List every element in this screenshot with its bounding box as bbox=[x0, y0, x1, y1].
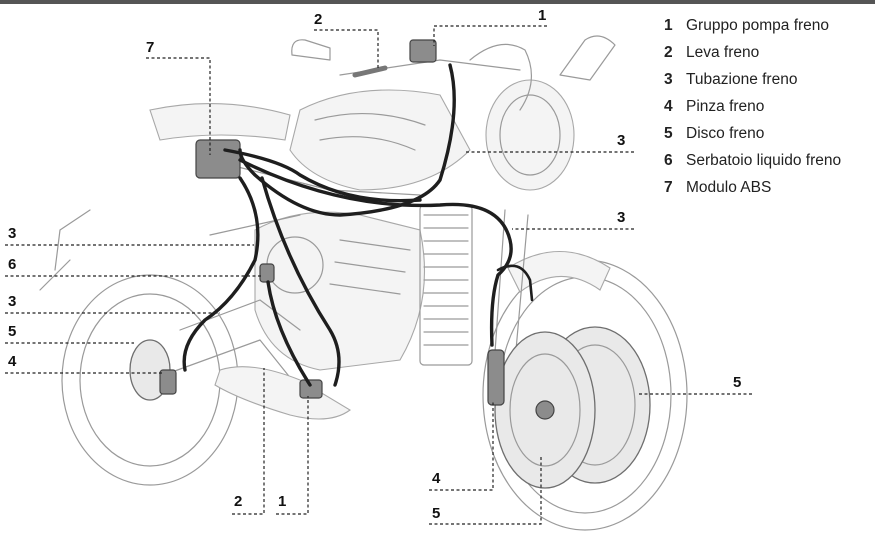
callout-pump-top: 1 bbox=[538, 7, 546, 24]
abs-module bbox=[196, 140, 240, 178]
leader-lever-top bbox=[314, 30, 378, 70]
radiator bbox=[420, 205, 472, 365]
brake-hose-rear bbox=[184, 178, 258, 370]
callout-disc-right: 5 bbox=[733, 374, 741, 391]
front-brake-caliper bbox=[488, 350, 504, 405]
callout-lever-bottom: 2 bbox=[234, 493, 242, 510]
legend-text: Pinza freno bbox=[686, 98, 764, 115]
legend-number: 4 bbox=[664, 98, 686, 116]
leader-pump-top bbox=[434, 26, 547, 46]
exhaust bbox=[215, 367, 350, 419]
legend-number: 7 bbox=[664, 179, 686, 197]
left-mirror bbox=[292, 40, 330, 60]
legend-number: 5 bbox=[664, 125, 686, 143]
right-mirror bbox=[560, 36, 615, 80]
legend-number: 3 bbox=[664, 71, 686, 89]
legend-text: Tubazione freno bbox=[686, 71, 797, 88]
callout-caliper-right: 4 bbox=[432, 470, 441, 487]
legend-number: 1 bbox=[664, 17, 686, 35]
callout-hose-right-upper: 3 bbox=[617, 132, 625, 149]
legend-text: Gruppo pompa freno bbox=[686, 17, 829, 34]
legend-text: Serbatoio liquido freno bbox=[686, 152, 841, 169]
headlight bbox=[486, 80, 574, 190]
rear-brake-caliper bbox=[160, 370, 176, 394]
callout-disc-left: 5 bbox=[8, 323, 16, 340]
rear-brake-pump bbox=[300, 380, 322, 398]
callout-lever-top: 2 bbox=[314, 11, 322, 28]
callout-pump-bottom: 1 bbox=[278, 493, 286, 510]
rear-bracket bbox=[40, 210, 90, 290]
callout-disc-front-bottom: 5 bbox=[432, 505, 440, 522]
legend-text: Leva freno bbox=[686, 44, 759, 61]
legend-text: Disco freno bbox=[686, 125, 764, 142]
callout-hose-left-upper: 3 bbox=[8, 225, 16, 242]
callout-caliper-left: 4 bbox=[8, 353, 17, 370]
callout-reservoir-left: 6 bbox=[8, 256, 16, 273]
front-brake-pump bbox=[410, 40, 436, 62]
callout-abs-module: 7 bbox=[146, 39, 154, 56]
seat-tail bbox=[150, 104, 290, 140]
front-brake-lever bbox=[355, 68, 385, 75]
brake-fluid-reservoir bbox=[260, 264, 274, 282]
callout-hose-right-lower: 3 bbox=[617, 209, 625, 226]
front-hub bbox=[536, 401, 554, 419]
callout-hose-left-lower: 3 bbox=[8, 293, 16, 310]
legend-text: Modulo ABS bbox=[686, 179, 771, 196]
legend-number: 6 bbox=[664, 152, 686, 170]
legend-number: 2 bbox=[664, 44, 686, 62]
